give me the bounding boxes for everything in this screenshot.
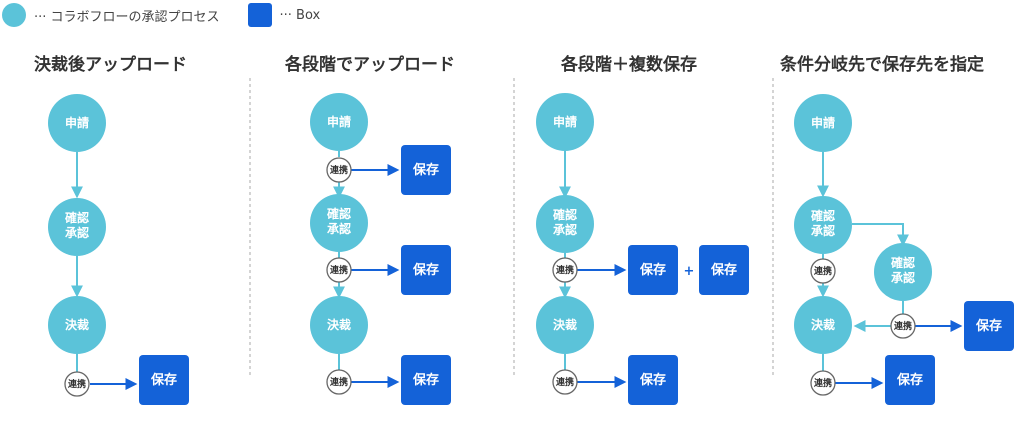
link-node bbox=[326, 157, 352, 183]
link-node-label: 連携 bbox=[330, 376, 348, 388]
link-node bbox=[810, 370, 836, 396]
column-3-flow: 申請 確認 承認 連携 保存 + 保存 決裁 連携 保存 bbox=[536, 93, 749, 405]
box-save-node bbox=[628, 245, 678, 295]
box-save-label: 保存 bbox=[412, 262, 439, 278]
decide-node bbox=[536, 296, 594, 354]
confirm-node-label: 確認 bbox=[553, 207, 577, 222]
link-node bbox=[64, 371, 90, 397]
legend-process-label: ··· コラボフローの承認プロセス bbox=[34, 9, 220, 25]
link-node-label: 連携 bbox=[330, 264, 348, 276]
legend-process-icon bbox=[2, 3, 26, 27]
branch-arrow bbox=[852, 223, 909, 247]
link-node-label: 連携 bbox=[814, 377, 832, 389]
box-save-label: 保存 bbox=[975, 318, 1002, 334]
plus-sign: + bbox=[684, 264, 695, 279]
approve-node-label: 承認 bbox=[891, 270, 915, 285]
confirm-node-label: 確認 bbox=[65, 210, 89, 225]
box-save-node bbox=[628, 355, 678, 405]
box-save-label: 保存 bbox=[150, 372, 177, 388]
decide-node bbox=[794, 296, 852, 354]
decide-node-label: 決裁 bbox=[553, 317, 577, 332]
column-title-3: 各段階＋複数保存 bbox=[561, 55, 697, 75]
link-node-label: 連携 bbox=[556, 264, 574, 276]
column-title-1: 決裁後アップロード bbox=[34, 55, 187, 75]
box-save-node bbox=[885, 355, 935, 405]
branch-confirm-approve-node bbox=[874, 243, 932, 301]
box-save-node bbox=[139, 355, 189, 405]
approve-node-label: 承認 bbox=[553, 222, 577, 237]
decide-node-label: 決裁 bbox=[811, 317, 835, 332]
box-save-node bbox=[401, 355, 451, 405]
column-1-flow: 申請 確認 承認 決裁 連携 保存 bbox=[48, 94, 189, 405]
confirm-node-label: 確認 bbox=[327, 206, 351, 221]
column-title-4: 条件分岐先で保存先を指定 bbox=[780, 55, 984, 75]
approve-node-label: 承認 bbox=[327, 221, 351, 236]
link-node-label: 連携 bbox=[330, 164, 348, 176]
confirm-node-label: 確認 bbox=[811, 208, 835, 223]
column-4-flow: 申請 確認 承認 連携 確認 承認 決裁 連携 保存 連携 保存 bbox=[794, 94, 1014, 405]
link-node bbox=[326, 257, 352, 283]
link-node bbox=[552, 257, 578, 283]
link-node bbox=[326, 369, 352, 395]
confirm-approve-node bbox=[536, 195, 594, 253]
box-save-label: 保存 bbox=[639, 372, 666, 388]
box-save-node bbox=[401, 145, 451, 195]
legend: ··· コラボフローの承認プロセス ··· Box bbox=[2, 2, 320, 28]
apply-node bbox=[310, 93, 368, 151]
box-save-label: 保存 bbox=[896, 372, 923, 388]
apply-node-label: 申請 bbox=[553, 114, 577, 129]
legend-box-icon bbox=[247, 3, 272, 27]
link-node bbox=[552, 369, 578, 395]
legend-box-label: ··· Box bbox=[279, 7, 321, 23]
apply-node bbox=[48, 94, 106, 152]
box-save-node bbox=[964, 301, 1014, 351]
column-title-2: 各段階でアップロード bbox=[285, 55, 455, 75]
column-2-flow: 申請 連携 保存 確認 承認 連携 保存 決裁 連携 保存 bbox=[310, 93, 451, 405]
link-node-label: 連携 bbox=[814, 265, 832, 277]
box-save-node bbox=[401, 245, 451, 295]
box-save-label: 保存 bbox=[639, 262, 666, 278]
approve-node-label: 承認 bbox=[811, 223, 835, 238]
apply-node-label: 申請 bbox=[811, 115, 835, 130]
confirm-approve-node bbox=[48, 198, 106, 256]
confirm-approve-node bbox=[794, 196, 852, 254]
decide-node-label: 決裁 bbox=[65, 317, 89, 332]
apply-node-label: 申請 bbox=[65, 115, 89, 130]
confirm-approve-node bbox=[310, 194, 368, 252]
link-node bbox=[810, 258, 836, 284]
link-node-label: 連携 bbox=[556, 376, 574, 388]
decide-node bbox=[48, 296, 106, 354]
box-save-label: 保存 bbox=[710, 262, 737, 278]
apply-node-label: 申請 bbox=[327, 114, 351, 129]
box-save-label: 保存 bbox=[412, 162, 439, 178]
apply-node bbox=[794, 94, 852, 152]
approve-node-label: 承認 bbox=[65, 225, 89, 240]
decide-node bbox=[310, 296, 368, 354]
link-node-label: 連携 bbox=[894, 320, 912, 332]
box-save-node bbox=[699, 245, 749, 295]
link-node bbox=[890, 313, 916, 339]
box-save-label: 保存 bbox=[412, 372, 439, 388]
confirm-node-label: 確認 bbox=[891, 255, 915, 270]
apply-node bbox=[536, 93, 594, 151]
decide-node-label: 決裁 bbox=[327, 317, 351, 332]
link-node-label: 連携 bbox=[68, 378, 86, 390]
